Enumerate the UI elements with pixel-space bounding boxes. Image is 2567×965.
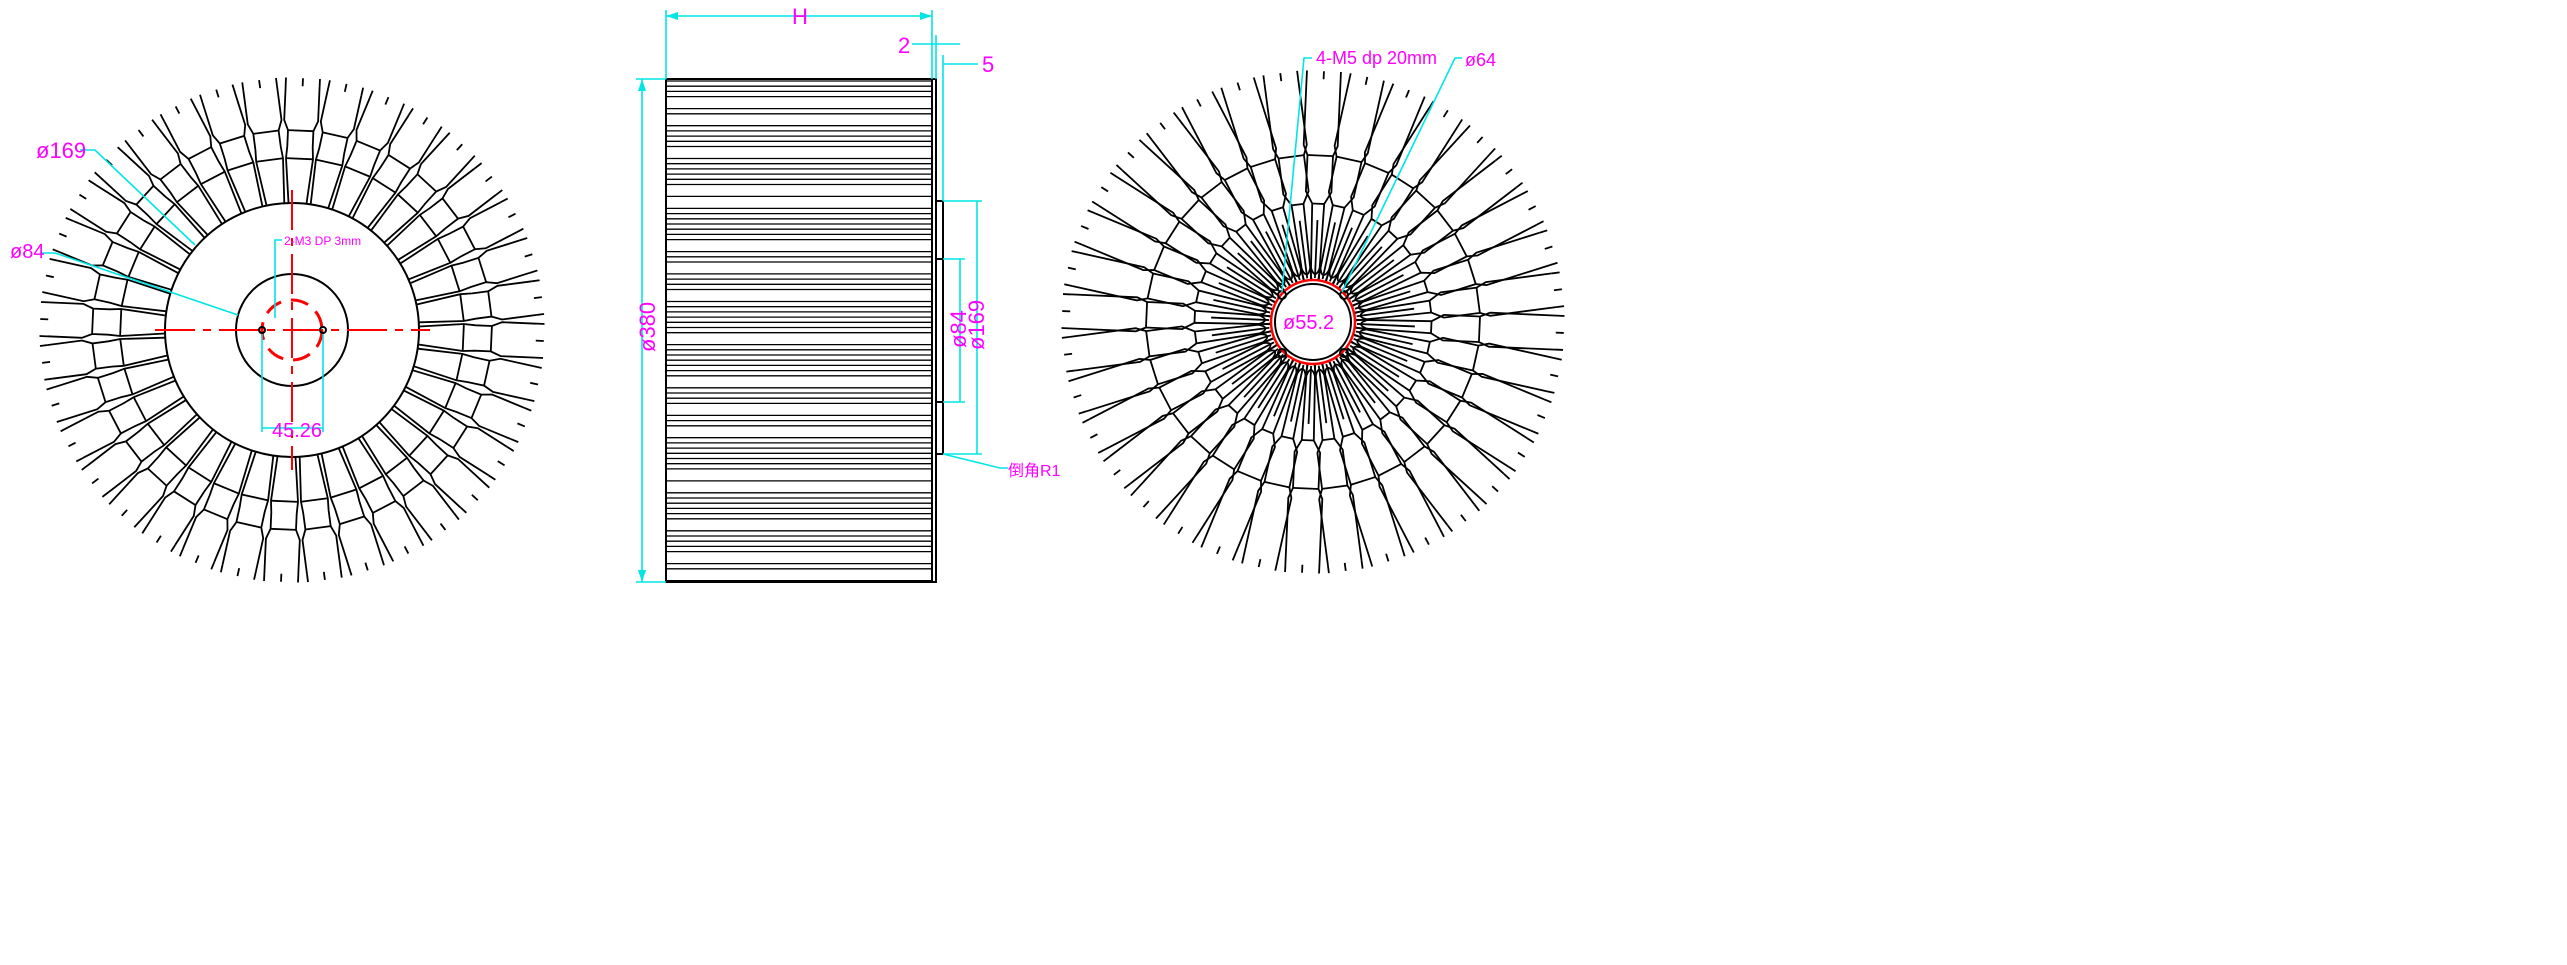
side-label-5: 5: [982, 52, 994, 77]
left-fin: [141, 431, 233, 553]
left-fin: [405, 369, 532, 443]
right-bore-circle: [1274, 283, 1352, 361]
right-fin: [1302, 70, 1342, 281]
left-fin: [42, 257, 171, 313]
left-fin: [81, 399, 198, 498]
left-dim-leader-84: [40, 252, 239, 316]
right-fin: [1064, 250, 1274, 318]
left-fin: [351, 107, 443, 229]
left-fin: [309, 80, 365, 209]
left-label-dia-169: ø169: [36, 138, 86, 163]
left-fin: [386, 162, 503, 261]
right-fin: [1145, 111, 1292, 292]
right-fin: [1352, 326, 1562, 394]
right-fin: [1313, 362, 1364, 574]
side-arrow-h-left: [666, 12, 678, 20]
left-fin: [39, 301, 166, 339]
right-mount-hole-3: [1277, 348, 1287, 358]
right-fin: [1353, 271, 1565, 322]
left-fin-array: [39, 77, 545, 583]
right-label-bolt-circle: ø64: [1465, 50, 1496, 70]
left-fin: [69, 179, 191, 271]
right-fin: [1241, 361, 1309, 571]
left-fin: [159, 98, 243, 222]
left-dim-leader-169: [80, 149, 196, 246]
right-fin-array: [1061, 70, 1565, 574]
right-fin: [1061, 322, 1273, 373]
left-fin: [331, 90, 405, 217]
left-fin: [199, 84, 264, 212]
right-fin: [1102, 343, 1283, 490]
left-fin: [241, 77, 286, 206]
side-label-dia-380: ø380: [635, 302, 660, 352]
left-fin: [283, 77, 321, 204]
right-fin: [1354, 311, 1565, 351]
left-fin: [378, 408, 490, 514]
right-fin: [1347, 190, 1544, 308]
side-label-dia-169: ø169: [964, 300, 989, 350]
left-fin: [46, 358, 174, 423]
left-fin: [416, 279, 545, 324]
right-fin: [1082, 336, 1279, 454]
left-fin: [418, 321, 545, 359]
left-fin: [298, 454, 343, 583]
right-fin: [1327, 356, 1445, 553]
left-fin: [124, 119, 223, 236]
side-chamfer-leader: [942, 453, 1008, 469]
right-label-bore: ø55.2: [1283, 312, 1334, 334]
left-fin: [52, 217, 179, 291]
right-fin: [1334, 352, 1481, 533]
right-fin: [1061, 293, 1272, 333]
side-arrow-380-bottom: [638, 570, 646, 582]
left-label-mount-holes: 2-M3 DP 3mm: [284, 234, 361, 248]
left-mount-hole-2: [319, 326, 327, 334]
right-label-mount-holes: 4-M5 dp 20mm: [1316, 48, 1437, 68]
left-label-dia-84: ø84: [10, 241, 44, 263]
right-mount-hole-2: [1339, 290, 1349, 300]
left-fin: [219, 451, 275, 580]
left-fin: [400, 197, 524, 281]
left-fin: [410, 237, 538, 302]
side-body-outline: [665, 78, 933, 583]
right-dim-leader-holes: [1281, 57, 1312, 293]
left-fin: [393, 389, 515, 481]
left-fin: [370, 132, 476, 244]
left-fin: [39, 336, 168, 381]
left-fin: [413, 347, 542, 403]
right-fin: [1317, 73, 1385, 283]
right-fin: [1181, 91, 1299, 288]
side-label-chamfer: 倒角R1: [1008, 462, 1061, 480]
right-fin: [1068, 329, 1275, 415]
side-view: H 2 5 ø380 ø84 ø169 倒角R1: [635, 4, 1061, 583]
right-fin: [1284, 363, 1324, 574]
side-label-2: 2: [898, 33, 910, 58]
right-fin: [1262, 70, 1313, 282]
side-label-h: H: [792, 4, 808, 29]
side-label-dia-84: ø84: [946, 310, 971, 348]
left-fin: [361, 424, 460, 541]
right-fin: [1320, 360, 1406, 567]
left-fin: [108, 416, 214, 528]
right-bore-edge: [1269, 278, 1357, 366]
right-fin: [1351, 229, 1558, 315]
left-dim-leader-holes: [274, 239, 282, 318]
side-fin-lines: [666, 80, 932, 582]
left-fin: [263, 456, 301, 583]
left-fin: [179, 443, 253, 570]
left-front-view: ø169 ø84 2-M3 DP 3mm 45.26: [10, 77, 545, 583]
right-dim-leader-64: [1341, 57, 1462, 293]
left-label-hole-spacing: 45.26: [272, 420, 322, 442]
side-boss: [935, 200, 944, 455]
side-arrow-380-top: [638, 79, 646, 91]
left-fin: [341, 438, 425, 562]
right-back-view: 4-M5 dp 20mm ø64 ø55.2: [1061, 48, 1565, 574]
side-arrow-h-right: [920, 12, 932, 20]
left-fin: [60, 379, 184, 463]
right-mount-hole-4: [1339, 348, 1349, 358]
left-mount-hole-1: [258, 326, 266, 334]
left-fin: [320, 448, 385, 576]
right-fin: [1343, 154, 1524, 301]
